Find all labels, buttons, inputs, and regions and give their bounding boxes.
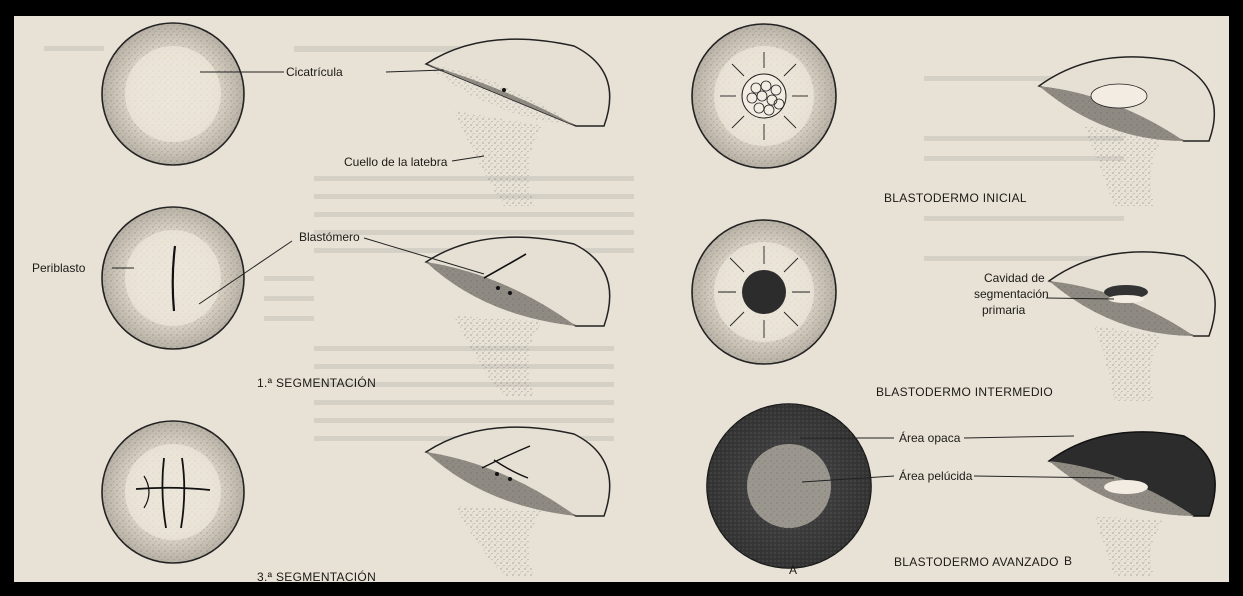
- egg-top-blastoderm-intermediate: [692, 220, 836, 364]
- label-cavidad-1: Cavidad de: [984, 271, 1045, 285]
- egg-top-3: [102, 421, 244, 563]
- label-cuello-latebra: Cuello de la latebra: [344, 155, 448, 169]
- label-area-pelucida: Área pelúcida: [899, 468, 973, 483]
- label-area-opaca: Área opaca: [899, 430, 961, 445]
- caption-seg1: 1.ª SEGMENTACIÓN: [257, 375, 376, 390]
- egg-section-3: [426, 427, 610, 576]
- caption-blasto-intermedio: BLASTODERMO INTERMEDIO: [876, 385, 1053, 399]
- egg-section-blastoderm-intermediate: [1049, 252, 1215, 401]
- label-periblasto: Periblasto: [32, 261, 86, 275]
- label-cavidad-2: segmentación: [974, 287, 1049, 301]
- label-blastomero: Blastómero: [299, 230, 360, 244]
- egg-top-1: [102, 23, 244, 165]
- egg-top-2: [102, 207, 244, 349]
- figure-frame: Cicatrícula Cuello de la latebra Peribla…: [14, 16, 1229, 582]
- label-cavidad-3: primaria: [982, 303, 1026, 317]
- egg-top-blastoderm-advanced: [707, 404, 871, 568]
- egg-section-2: [426, 237, 610, 396]
- egg-top-blastoderm-initial: [692, 24, 836, 168]
- egg-section-blastoderm-advanced: [1049, 432, 1215, 576]
- caption-seg3: 3.ª SEGMENTACIÓN: [257, 569, 376, 582]
- caption-letter-a: A: [789, 563, 797, 577]
- caption-letter-b: B: [1064, 554, 1072, 568]
- caption-blasto-avanzado: BLASTODERMO AVANZADO: [894, 555, 1059, 569]
- embryology-diagram: Cicatrícula Cuello de la latebra Peribla…: [14, 16, 1229, 582]
- label-cicatricula: Cicatrícula: [286, 65, 343, 79]
- egg-section-blastoderm-initial: [1039, 57, 1214, 206]
- caption-blasto-inicial: BLASTODERMO INICIAL: [884, 191, 1027, 205]
